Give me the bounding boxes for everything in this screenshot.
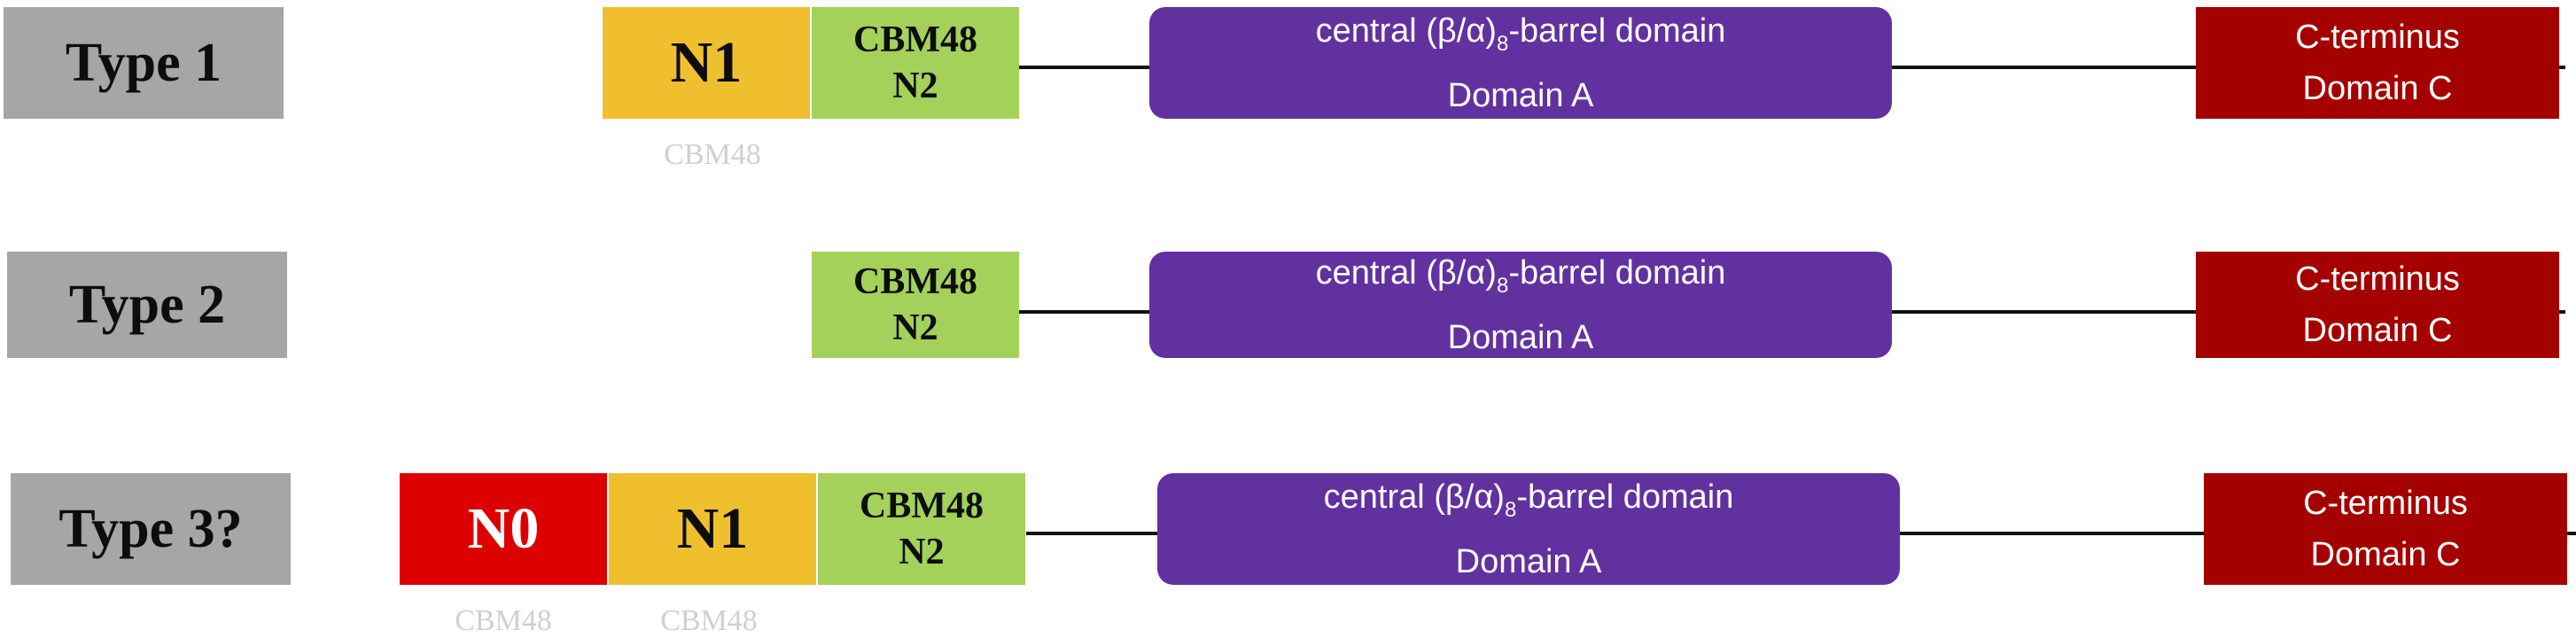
domain-c-name: Domain C	[2302, 312, 2453, 349]
n1-domain: N1	[609, 473, 816, 585]
cbm48-n2-domain: CBM48 N2	[812, 252, 1019, 358]
cbm48-label: CBM48	[853, 261, 977, 302]
domain-a: central (β/α)8-barrel domain Domain A	[1149, 252, 1892, 358]
n1-caption: CBM48	[660, 604, 758, 637]
n2-label: N2	[899, 532, 945, 572]
type-label: Type 3?	[11, 473, 291, 585]
domain-c: C-terminus Domain C	[2196, 7, 2559, 119]
cbm48-label: CBM48	[853, 19, 977, 60]
domain-a-title: central (β/α)8-barrel domain	[1315, 253, 1726, 298]
domain-a-name: Domain A	[1447, 318, 1594, 356]
n0-domain: N0	[400, 473, 607, 585]
domain-c-title: C-terminus	[2295, 19, 2460, 56]
n0-caption: CBM48	[455, 604, 552, 637]
domain-a-name: Domain A	[1447, 76, 1594, 114]
type-label: Type 2	[7, 252, 287, 358]
domain-c-title: C-terminus	[2303, 485, 2468, 522]
domain-c-name: Domain C	[2310, 536, 2461, 573]
cbm48-n2-domain: CBM48 N2	[812, 7, 1019, 119]
domain-a: central (β/α)8-barrel domain Domain A	[1149, 7, 1892, 119]
n2-label: N2	[892, 307, 938, 348]
row-type-3: Type 3? N0 CBM48 N1 CBM48 CBM48 N2 centr…	[0, 473, 2576, 637]
domain-a: central (β/α)8-barrel domain Domain A	[1157, 473, 1900, 585]
n1-caption: CBM48	[664, 138, 761, 171]
domain-c: C-terminus Domain C	[2204, 473, 2567, 585]
row-type-2: Type 2 CBM48 N2 central (β/α)8-barrel do…	[0, 252, 2576, 376]
row-type-1: Type 1 N1 CBM48 CBM48 N2 central (β/α)8-…	[0, 7, 2576, 171]
domain-a-title: central (β/α)8-barrel domain	[1315, 12, 1726, 56]
n1-domain: N1	[603, 7, 810, 119]
type-label: Type 1	[4, 7, 284, 119]
domain-c-title: C-terminus	[2295, 261, 2460, 298]
cbm48-n2-domain: CBM48 N2	[818, 473, 1025, 585]
cbm48-label: CBM48	[860, 486, 984, 526]
n2-label: N2	[892, 66, 938, 106]
domain-c: C-terminus Domain C	[2196, 252, 2559, 358]
domain-a-name: Domain A	[1455, 542, 1602, 580]
domain-a-title: central (β/α)8-barrel domain	[1323, 478, 1734, 522]
domain-c-name: Domain C	[2302, 70, 2453, 107]
